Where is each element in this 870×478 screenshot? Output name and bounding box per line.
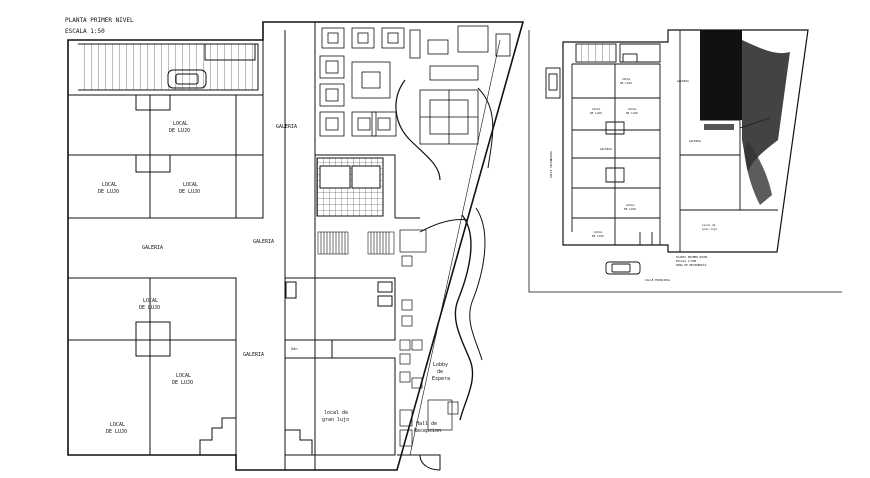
local-4-label: LOCAL	[143, 298, 158, 304]
local-3-sub: DE LUJO	[179, 189, 200, 195]
galeria-label-2: GALERIA	[253, 239, 274, 245]
plan-title: PLANTA PRIMER NIVEL	[65, 17, 134, 24]
local-2-label: LOCAL	[102, 182, 117, 188]
lobby-label-1: Lobby	[433, 362, 448, 368]
site-local-3: LOCAL	[628, 107, 637, 111]
hall-label-1: Hall de	[416, 421, 437, 427]
site-local-1: LOCAL	[622, 77, 631, 81]
site-local-4-sub: DE LUJO	[624, 207, 636, 211]
local-2-sub: DE LUJO	[98, 189, 119, 195]
local-5-label: LOCAL	[176, 373, 191, 379]
local-6-sub: DE LUJO	[106, 429, 127, 435]
street-bottom-label: CALLE PRINCIPAL	[645, 278, 671, 282]
plan-scale: ESCALA 1:50	[65, 28, 105, 35]
hall-label-2: Recepcion	[414, 428, 441, 434]
lobby-label-3: Espera	[432, 376, 450, 382]
main-floor-plan	[67, 21, 525, 471]
site-galeria-1: GALERIA	[677, 79, 689, 83]
local-4-sub: DE LUJO	[139, 305, 160, 311]
lobby-label-2: de	[437, 369, 443, 375]
site-local-gran-sub: gran lujo	[702, 227, 717, 231]
street-side-label: CALLE SECUNDARIA	[549, 151, 553, 178]
local-5-sub: DE LUJO	[172, 380, 193, 386]
gdn-label: Gdn	[291, 347, 298, 351]
site-plan	[528, 29, 842, 293]
site-local-2: LOCAL	[592, 107, 601, 111]
main-plan-labels: LOCAL DE LUJO LOCAL DE LUJO LOCAL DE LUJ…	[98, 121, 450, 435]
site-local-3-sub: DE LUJO	[626, 111, 638, 115]
galeria-label-1: GALERIA	[142, 245, 163, 251]
local-3-label: LOCAL	[183, 182, 198, 188]
title-block: PLANTA PRIMER NIVEL ESCALA 1:50	[65, 17, 134, 35]
site-caption-1: PLANTA PRIMER NIVEL	[676, 255, 708, 259]
site-local-gran: local de	[702, 223, 716, 227]
big-local-sub: gran lujo	[322, 417, 349, 423]
big-local-label: local de	[324, 410, 348, 416]
site-local-4: LOCAL	[626, 203, 635, 207]
site-plan-labels: PLANTA PRIMER NIVEL ESCALA 1:500 ZONA DE…	[549, 77, 717, 282]
site-plan-landscape	[700, 30, 790, 205]
site-local-5-sub: DE LUJO	[592, 234, 604, 238]
site-caption-2: ESCALA 1:500	[676, 259, 697, 263]
local-6-label: LOCAL	[110, 422, 125, 428]
site-local-1-sub: DE LUJO	[620, 81, 632, 85]
site-galeria-2: GALERIA	[689, 139, 701, 143]
site-caption-3: ZONA DE RESIDENCIA	[676, 263, 707, 267]
local-1-sub: DE LUJO	[169, 128, 190, 134]
local-1-label: LOCAL	[173, 121, 188, 127]
galeria-label-3: GALERIA	[276, 124, 297, 130]
site-local-5: LOCAL	[594, 230, 603, 234]
galeria-label-4: GALERIA	[243, 352, 264, 358]
site-galeria-3: GALERIA	[600, 147, 612, 151]
site-local-2-sub: DE LUJO	[590, 111, 602, 115]
